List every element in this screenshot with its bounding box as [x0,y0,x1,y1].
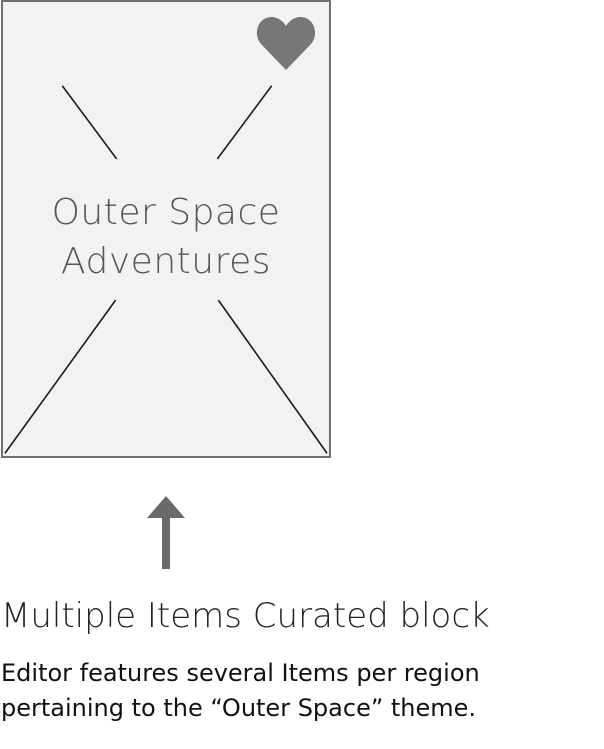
card-title: Outer Space Adventures [3,188,329,286]
card-title-line-1: Outer Space [51,192,281,233]
block-description: Editor features several Items per region… [1,656,591,726]
curated-item-card[interactable]: Outer Space Adventures [1,0,331,458]
arrow-up-icon [147,496,185,569]
heart-icon[interactable] [255,14,317,72]
block-description-line-2: pertaining to the “Outer Space” theme. [1,694,477,722]
block-description-line-1: Editor features several Items per region [1,659,480,687]
card-title-line-2: Adventures [61,241,271,282]
image-placeholder-cross-icon [4,85,328,454]
block-title: Multiple Items Curated block [1,596,490,636]
